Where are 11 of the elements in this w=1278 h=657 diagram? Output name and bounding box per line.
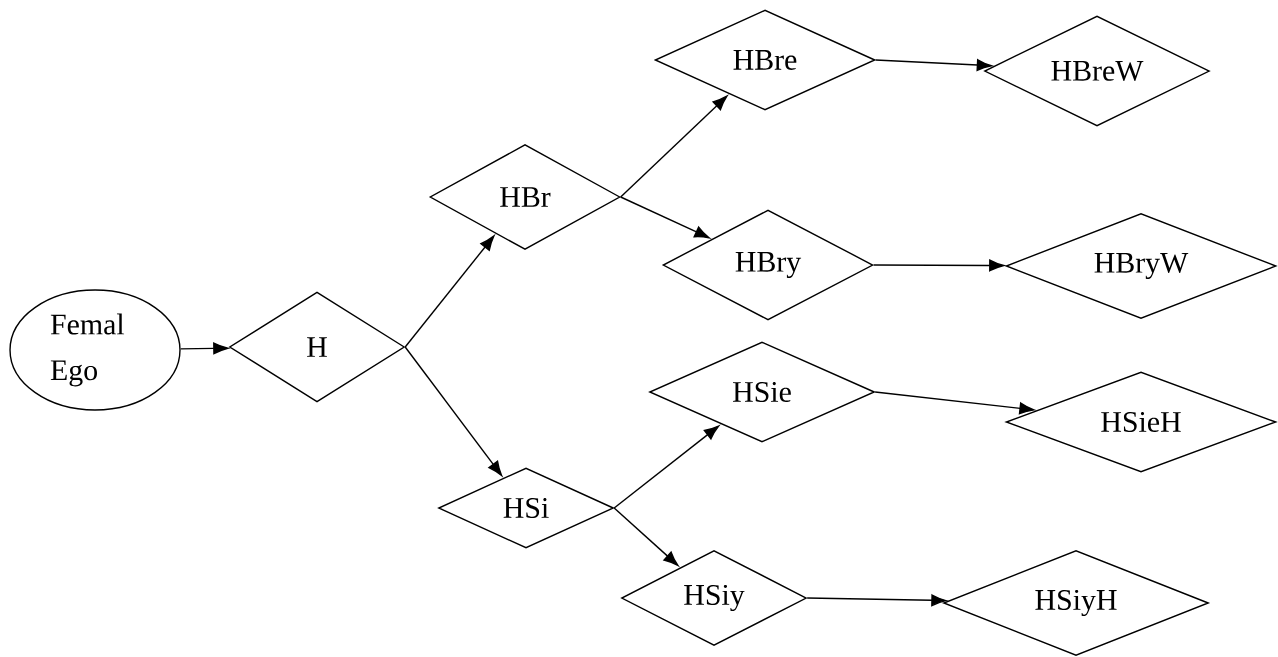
arrow [613,425,720,509]
arrow [179,342,229,355]
arrow [620,95,728,198]
arrow [404,346,503,477]
arrow [874,391,1035,415]
arrow [613,507,679,567]
arrow [875,59,992,72]
arrow [404,235,495,348]
arrow [873,259,1005,272]
arrow [620,196,710,239]
arrow [806,594,947,607]
